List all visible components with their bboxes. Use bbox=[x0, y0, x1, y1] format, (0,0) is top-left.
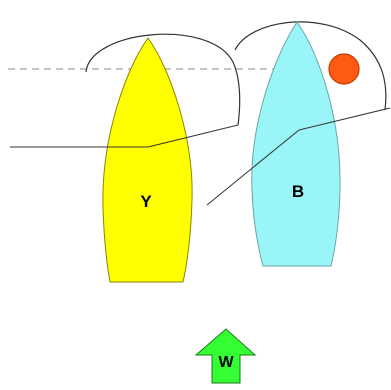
blue-boom-line bbox=[298, 107, 391, 131]
yellow-boat-label: Y bbox=[140, 192, 152, 211]
blue-course-line bbox=[206, 129, 300, 206]
buoy-mark-icon bbox=[328, 53, 360, 85]
yellow-zone-arc bbox=[85, 33, 241, 126]
yellow-boom-line bbox=[147, 124, 239, 148]
yellow-boat bbox=[102, 37, 193, 283]
blue-boat-label: B bbox=[292, 182, 304, 201]
blue-zone-arc bbox=[234, 21, 387, 111]
blue-boat bbox=[251, 21, 341, 267]
wind-arrow-icon bbox=[194, 328, 257, 384]
wind-label: W bbox=[218, 354, 234, 371]
